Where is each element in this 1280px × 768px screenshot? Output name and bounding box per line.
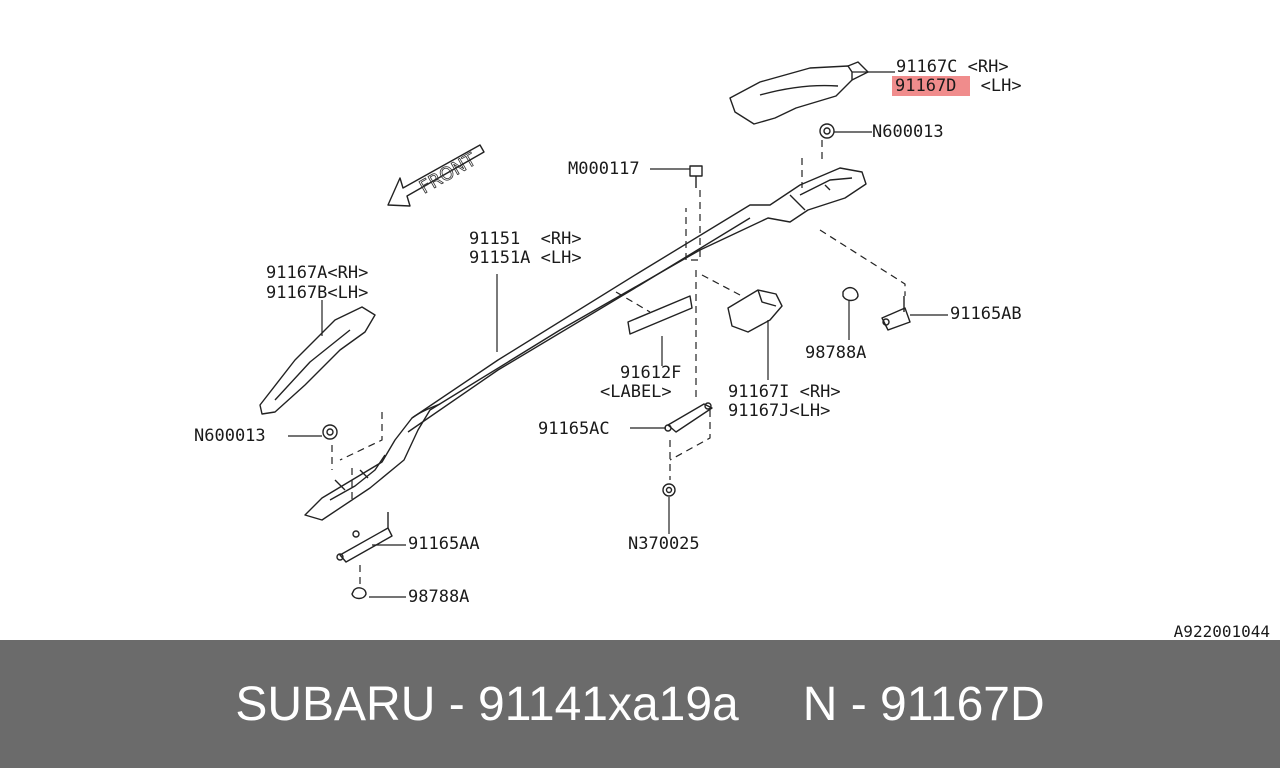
label-91612f: 91612F (620, 363, 682, 383)
footer-bar: SUBARU - 91141xa19a N - 91167D (0, 640, 1280, 768)
parts-diagram: FRONT (194, 57, 1022, 607)
label-91167j: 91167J<LH> (728, 401, 831, 421)
right-bracket (881, 296, 911, 331)
label-n600013-top: N600013 (872, 122, 944, 142)
label-98788a-right: 98788A (805, 343, 867, 363)
label-91165ab: 91165AB (950, 304, 1022, 324)
parts-drawing: FRONT (259, 61, 948, 600)
label-91167d-highlight: 91167D (892, 76, 971, 96)
label-91167c: 91167C <RH> (896, 57, 1009, 77)
roof-rail (304, 167, 867, 521)
label-91165ac: 91165AC (538, 419, 610, 439)
center-cover (727, 289, 783, 333)
front-arrow-icon (387, 144, 485, 207)
label-91167d-side: <LH> (980, 76, 1022, 96)
label-98788a-bottom: 98788A (408, 587, 470, 607)
footer-highlighted-part: N - 91167D (802, 677, 1045, 731)
top-end-cover (729, 61, 869, 125)
leader-lines (288, 71, 948, 598)
label-91167a: 91167A<RH> (266, 263, 369, 283)
footer-part-number: SUBARU - 91141xa19a (235, 677, 739, 731)
label-sticker (627, 295, 693, 335)
fasteners (322, 123, 859, 600)
dashed-guides (331, 140, 906, 585)
left-end-cover (259, 306, 376, 415)
reference-code: A922001044 (1173, 622, 1270, 641)
front-label: FRONT (416, 149, 481, 198)
label-label-text: <LABEL> (600, 382, 672, 402)
center-bracket (664, 402, 713, 433)
label-m000117: M000117 (568, 159, 640, 179)
label-n370025: N370025 (628, 534, 700, 554)
label-91167b: 91167B<LH> (266, 283, 369, 303)
label-91167d: 91167D <LH> (892, 76, 1022, 96)
label-91151a: 91151A <LH> (469, 248, 582, 268)
label-91167i: 91167I <RH> (728, 382, 841, 402)
left-bracket (339, 512, 393, 563)
label-n600013-left: N600013 (194, 426, 266, 446)
label-91165aa: 91165AA (408, 534, 480, 554)
label-91151: 91151 <RH> (469, 229, 582, 249)
